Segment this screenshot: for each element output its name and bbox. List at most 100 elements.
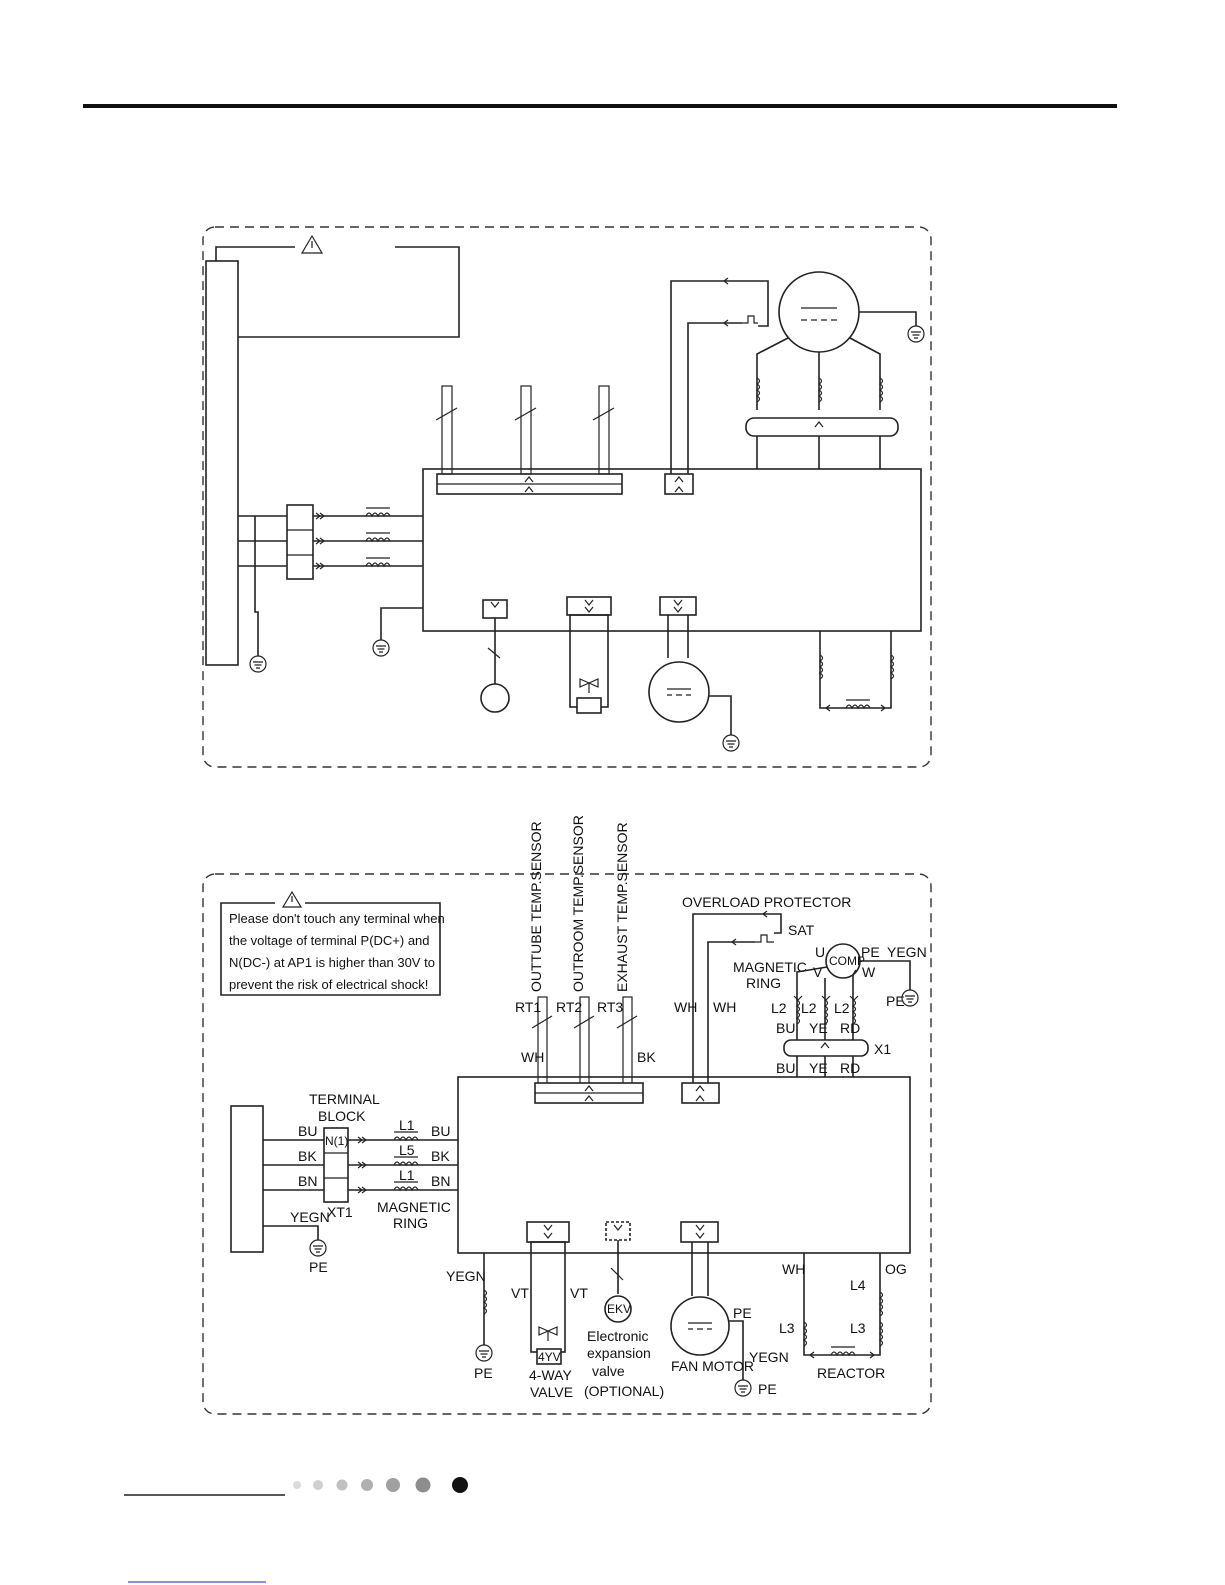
rt1-label: RT1: [515, 999, 541, 1015]
top-sensors: [435, 385, 615, 475]
caret-up-icon: [820, 1042, 830, 1049]
ring-coil-icon: [365, 512, 391, 518]
sensor-bk-label: BK: [637, 1049, 656, 1065]
x1-label: X1: [874, 1041, 891, 1057]
term-bk-right: BK: [431, 1148, 450, 1164]
warning-line-1: Please don't touch any terminal when: [229, 911, 445, 926]
outroom-sensor-label: OUTROOM TEMP.SENSOR: [570, 815, 586, 992]
ground-icon: [907, 325, 925, 343]
overload-connector: [681, 1082, 720, 1104]
ekv-connector: [605, 1221, 631, 1241]
ground-icon: [734, 1379, 752, 1397]
comp-u-label: U: [815, 944, 825, 960]
caret-up-icon: [695, 1085, 705, 1092]
ring-coil-icon: [393, 1136, 419, 1142]
terminal-block: TERMINAL BLOCK N(1) XT1 BU BK BN YEGN PE…: [230, 1091, 458, 1275]
reactor-og-label: OG: [885, 1261, 907, 1277]
page-footer: [124, 1477, 468, 1583]
fan-motor-label: FAN MOTOR: [671, 1358, 754, 1374]
board-pe-label: PE: [474, 1365, 493, 1381]
valve-icon: [538, 1326, 558, 1336]
l3-a-label: L3: [779, 1320, 795, 1336]
overload-wh-left: WH: [674, 999, 697, 1015]
ekv-text-2: expansion: [587, 1345, 651, 1361]
fan-connector: [680, 1221, 719, 1243]
coil-icon: [802, 1321, 808, 1347]
caret-up-icon: [524, 476, 534, 483]
ye-label-2: YE: [809, 1060, 828, 1076]
connector-arrow-icon: [821, 995, 831, 1001]
ring-coil-icon: [393, 1161, 419, 1167]
l1-a-label: L1: [399, 1117, 415, 1133]
caret-down-icon: [695, 1224, 705, 1231]
fouryv-label: 4YV: [538, 1350, 561, 1364]
ekv-label: EKV: [607, 1302, 631, 1316]
coil-icon: [878, 1291, 884, 1317]
sensor-wh-label: WH: [521, 1049, 544, 1065]
connector-arrow-icon: [315, 537, 325, 545]
top-dashed-frame: [202, 226, 932, 768]
ground-icon: [249, 655, 267, 673]
comp-label: COMP: [829, 954, 865, 968]
comp-ground-pe: PE: [886, 993, 905, 1009]
caret-down-icon: [613, 1224, 623, 1231]
coil-icon: [817, 377, 823, 403]
ground-icon: [738, 1385, 748, 1393]
ring-label: RING: [746, 975, 781, 991]
ring-coil-icon: [365, 562, 391, 568]
connector-arrow-icon: [315, 512, 325, 520]
exhaust-sensor-label: EXHAUST TEMP.SENSOR: [614, 822, 630, 992]
l4-label: L4: [850, 1277, 866, 1293]
caret-down-icon: [490, 601, 500, 608]
terminal-title-1: TERMINAL: [309, 1091, 380, 1107]
sat-label: SAT: [788, 922, 815, 938]
coil-icon: [823, 999, 829, 1025]
top-wiring-diagram: [202, 226, 932, 768]
caret-up-icon: [674, 476, 684, 483]
comp-yegn-label: YEGN: [887, 944, 927, 960]
page-dot: [361, 1479, 373, 1491]
l2-a-label: L2: [771, 1000, 787, 1016]
bottom-warning-box: Please don't touch any terminal when the…: [220, 890, 445, 996]
motor-winding-icon: [667, 688, 691, 696]
coil-icon: [889, 654, 895, 680]
caret-up-icon: [584, 1095, 594, 1102]
switch-icon: [487, 647, 501, 659]
connector-arrow-icon: [315, 562, 325, 570]
ye-label: YE: [809, 1020, 828, 1036]
ground-icon: [372, 639, 390, 657]
coil-icon: [818, 654, 824, 680]
ring-coil-icon: [845, 704, 871, 710]
wiring-glyphs: [249, 277, 925, 1397]
l1-b-label: L1: [399, 1167, 415, 1183]
bu-label-2: BU: [776, 1060, 795, 1076]
caret-down-icon: [543, 1232, 553, 1239]
vt-left-label: VT: [511, 1285, 529, 1301]
rt3-label: RT3: [597, 999, 623, 1015]
magnetic-label: MAGNETIC: [733, 959, 807, 975]
bottom-wiring-diagram: Please don't touch any terminal when the…: [202, 815, 932, 1415]
fan-yegn-label: YEGN: [749, 1349, 789, 1365]
ground-icon: [376, 645, 386, 653]
ekv-text-4: (OPTIONAL): [584, 1383, 664, 1399]
ground-icon: [726, 740, 736, 748]
page-dot: [386, 1478, 400, 1492]
rd-label: RD: [840, 1020, 860, 1036]
caret-down-icon: [673, 599, 683, 606]
caret-up-icon: [814, 421, 824, 428]
warning-line-3: N(DC-) at AP1 is higher than 30V to: [229, 955, 435, 970]
ring-coil-icon: [830, 1351, 856, 1357]
valve-connector: [526, 1221, 570, 1243]
caret-up-icon: [695, 1095, 705, 1102]
ekv-text-1: Electronic: [587, 1328, 648, 1344]
ground-icon: [479, 1350, 489, 1358]
top-terminal-block: [205, 260, 423, 666]
ground-icon: [253, 661, 263, 669]
top-bottom-loads: [480, 596, 892, 735]
n1-label: N(1): [325, 1134, 348, 1148]
caret-up-icon: [584, 1085, 594, 1092]
coil-icon: [878, 377, 884, 403]
coil-icon: [795, 999, 801, 1025]
page-dot: [293, 1481, 301, 1489]
page-dot: [452, 1477, 468, 1493]
